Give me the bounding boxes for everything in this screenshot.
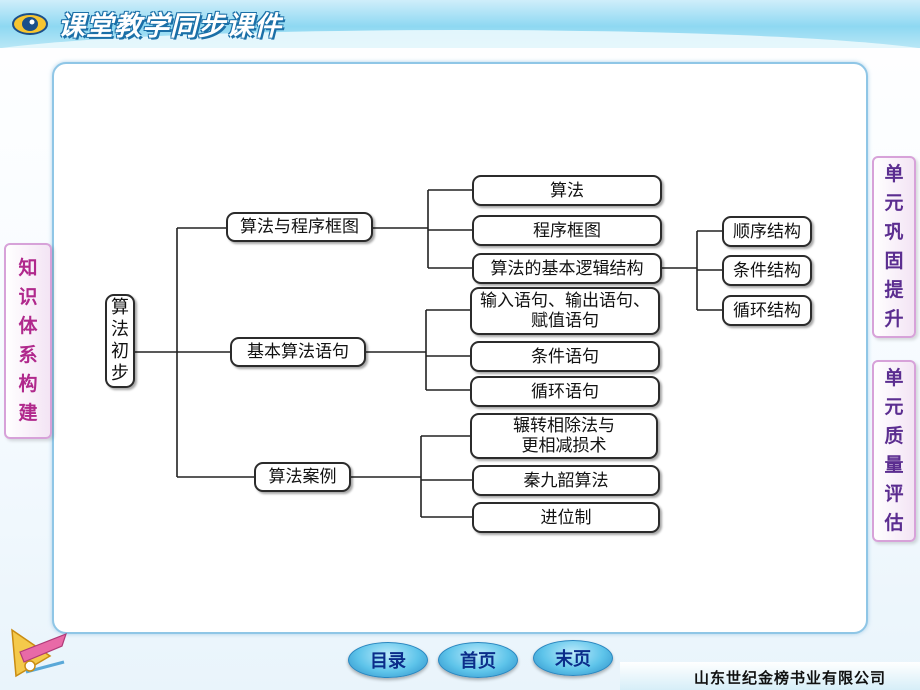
tab-char: 提	[884, 279, 904, 301]
eye-logo-icon	[12, 13, 48, 35]
branch-node-algorithm-cases: 算法案例	[254, 462, 351, 492]
nav-last-page-button[interactable]: 末页	[533, 640, 613, 676]
nav-toc-button[interactable]: 目录	[348, 642, 428, 678]
leaf-node-conditional-statement: 条件语句	[470, 341, 660, 372]
compass-ruler-icon	[11, 628, 67, 678]
leaf-node-euclid-method: 辗转相除法与 更相减损术	[470, 413, 658, 459]
footer-band	[620, 662, 920, 690]
tab-char: 估	[884, 512, 904, 534]
branch-node-basic-statements: 基本算法语句	[230, 337, 366, 367]
tab-unit-consolidation[interactable]: 单 元 巩 固 提 升	[872, 156, 916, 338]
tab-char: 质	[884, 425, 904, 447]
tab-char: 单	[884, 367, 904, 389]
leaf-line: 输入语句、输出语句、	[480, 291, 650, 311]
leaf-node-logic-structure: 算法的基本逻辑结构	[472, 253, 662, 284]
root-char: 步	[111, 363, 129, 384]
leaf-line: 赋值语句	[531, 311, 599, 331]
tab-char: 知	[18, 257, 38, 279]
tab-char: 巩	[884, 221, 904, 243]
header-wave-decoration	[0, 30, 920, 48]
leaf-node-loop-statement: 循环语句	[470, 376, 660, 407]
tab-unit-assessment[interactable]: 单 元 质 量 评 估	[872, 360, 916, 542]
nav-first-page-button[interactable]: 首页	[438, 642, 518, 678]
header-band: 课堂教学同步课件	[0, 0, 920, 48]
leaf-node-algorithm: 算法	[472, 175, 662, 206]
subleaf-node-sequential: 顺序结构	[722, 216, 812, 247]
tab-char: 量	[884, 454, 904, 476]
tab-char: 元	[884, 192, 904, 214]
tab-char: 单	[884, 163, 904, 185]
tab-char: 建	[18, 402, 38, 424]
leaf-node-number-base: 进位制	[472, 502, 660, 533]
subleaf-node-loop: 循环结构	[722, 295, 812, 326]
tab-char: 固	[884, 250, 904, 272]
root-char: 初	[111, 341, 129, 362]
root-char: 法	[111, 319, 129, 340]
leaf-line: 辗转相除法与	[513, 416, 615, 436]
leaf-node-qin-jiushao: 秦九韶算法	[472, 465, 660, 496]
subleaf-node-conditional: 条件结构	[722, 255, 812, 286]
content-panel	[52, 62, 868, 634]
leaf-node-flowchart: 程序框图	[472, 215, 662, 246]
tab-char: 识	[18, 286, 38, 308]
tab-char: 元	[884, 396, 904, 418]
tab-char: 构	[18, 373, 38, 395]
tab-knowledge-system[interactable]: 知 识 体 系 构 建	[4, 243, 52, 439]
tab-char: 评	[884, 483, 904, 505]
publisher-label: 山东世纪金榜书业有限公司	[694, 669, 887, 687]
tab-char: 升	[884, 308, 904, 330]
tab-char: 体	[18, 315, 38, 337]
branch-node-algorithm-flowchart: 算法与程序框图	[226, 212, 373, 242]
leaf-line: 更相减损术	[521, 436, 607, 456]
root-node: 算 法 初 步	[105, 294, 135, 388]
header-title: 课堂教学同步课件	[58, 11, 282, 42]
tab-char: 系	[18, 344, 38, 366]
leaf-node-io-assignment: 输入语句、输出语句、 赋值语句	[470, 287, 660, 335]
root-char: 算	[111, 297, 129, 318]
